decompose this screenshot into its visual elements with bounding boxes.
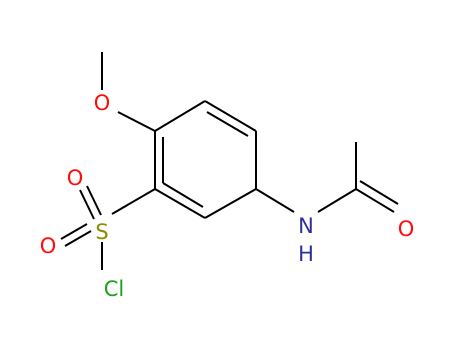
atom-h: H [298, 242, 314, 266]
bond-ring-c2-c3-inner [206, 111, 249, 137]
atom-o-methoxy: O [94, 91, 111, 115]
bond-n-carbonyl-c [317, 188, 357, 213]
bond-s-o-upper-a [79, 189, 95, 220]
bond-s-o-lower-a [60, 223, 88, 240]
bond-s-o-upper-b [86, 185, 102, 216]
atom-s: S [95, 220, 108, 244]
atom-labels: O O S O Cl N H O [40, 91, 415, 301]
bond-ring-c4-c5 [204, 188, 257, 219]
bond-ring-c2-c3 [204, 100, 257, 132]
atom-o-lower: O [40, 234, 57, 258]
atom-o-upper: O [67, 166, 84, 190]
atom-cl: Cl [104, 277, 125, 301]
bond-ring-c5-c6-inner [162, 182, 204, 208]
bonds [60, 52, 399, 270]
bond-c4-n [255, 188, 295, 213]
bond-c1-o-methoxy [117, 111, 156, 132]
bond-carbonyl-c-o-a [355, 188, 395, 213]
bond-ring-c5-c6 [154, 188, 206, 219]
bond-c6-s [111, 188, 156, 215]
atom-n: N [298, 214, 314, 238]
atom-o-carbonyl: O [398, 217, 415, 241]
bond-carbonyl-c-o-b [359, 180, 399, 205]
bond-s-o-lower-b [64, 230, 92, 247]
bond-ring-c1-c2 [154, 100, 206, 132]
